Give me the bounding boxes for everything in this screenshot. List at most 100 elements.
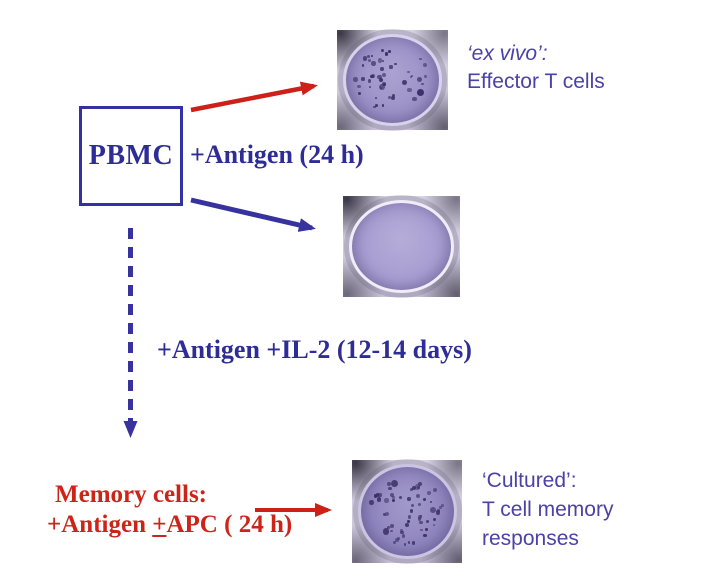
- elispot-spot: [389, 65, 393, 69]
- well-photo-control: [343, 196, 460, 297]
- elispot-spot: [415, 493, 420, 499]
- well-photo-cultured: [352, 460, 462, 563]
- elispot-spot: [384, 498, 389, 503]
- elispot-spot: [400, 530, 404, 535]
- elispot-spot: [390, 524, 395, 528]
- elispot-spot: [367, 79, 372, 83]
- elispot-spot: [398, 495, 402, 500]
- elispot-spot: [433, 517, 437, 521]
- elispot-spot: [392, 540, 396, 544]
- elispot-spot: [411, 503, 415, 507]
- elispot-spot: [388, 486, 393, 491]
- memory-cells-line1: Memory cells:: [55, 481, 208, 508]
- elispot-spot: [375, 104, 378, 107]
- elispot-spot: [407, 515, 411, 519]
- elispot-spot: [417, 88, 424, 96]
- elispot-spot: [441, 503, 444, 507]
- elispot-spot: [369, 500, 374, 505]
- pbmc-label: PBMC: [88, 140, 174, 171]
- elispot-spot: [357, 84, 361, 88]
- elispot-spot: [418, 515, 422, 519]
- elispot-spot: [426, 490, 431, 496]
- elispot-well-ex-vivo: [342, 34, 443, 126]
- elispot-spot: [407, 520, 410, 523]
- elispot-spot: [412, 96, 417, 102]
- elispot-spot: [391, 480, 399, 488]
- elispot-spot: [388, 96, 392, 99]
- elispot-spot: [417, 485, 421, 489]
- elispot-spot: [435, 510, 441, 515]
- memory-line2-suffix: APC ( 24 h): [166, 511, 293, 538]
- elispot-spot: [357, 91, 361, 95]
- memory-cells-line2: +Antigen +APC ( 24 h): [47, 510, 292, 540]
- elispot-spot: [373, 494, 378, 498]
- arrow-pbmc-to-control-well: [190, 197, 316, 232]
- antigen-il2-label: +Antigen +IL-2 (12-14 days): [157, 335, 472, 364]
- elispot-spot: [391, 499, 396, 503]
- elispot-spot: [412, 485, 417, 490]
- elispot-spot: [424, 527, 428, 531]
- elispot-spot: [361, 64, 365, 67]
- elispot-spot: [423, 533, 427, 538]
- elispot-spot: [432, 487, 438, 493]
- elispot-spot: [361, 77, 366, 81]
- elispot-spot: [378, 492, 382, 497]
- elispot-spot: [430, 507, 437, 514]
- elispot-spot: [422, 62, 427, 67]
- elispot-spot: [377, 74, 382, 79]
- elispot-spot: [439, 506, 442, 510]
- elispot-spot: [392, 496, 395, 499]
- elispot-spot: [422, 497, 427, 502]
- elispot-spot: [420, 528, 424, 532]
- elispot-spot: [409, 509, 414, 513]
- elispot-spot: [418, 57, 422, 61]
- elispot-spot: [407, 541, 411, 544]
- elispot-spot: [362, 56, 368, 61]
- elispot-spot: [411, 74, 414, 78]
- elispot-spot: [417, 76, 423, 82]
- memory-cells-label: Memory cells: +Antigen +APC ( 24 h): [47, 480, 292, 540]
- memory-line2-prefix: +Antigen: [47, 511, 153, 538]
- elispot-spot: [432, 523, 436, 526]
- elispot-spot: [421, 82, 424, 86]
- elispot-spot: [371, 74, 376, 79]
- elispot-spot: [382, 72, 387, 78]
- elispot-spot: [407, 497, 411, 501]
- elispot-spot: [375, 493, 380, 498]
- cultured-caption: ‘Cultured’: T cell memory responses: [482, 466, 613, 553]
- elispot-spot: [367, 58, 371, 62]
- plus-minus-sign: +: [152, 511, 167, 538]
- elispot-spot: [417, 502, 422, 506]
- cultured-line2: responses: [482, 527, 579, 550]
- elispot-spot: [391, 93, 395, 98]
- elispot-spot: [407, 70, 410, 74]
- elispot-spot: [380, 67, 384, 71]
- elispot-spot: [386, 482, 391, 487]
- elispot-well-cultured: [357, 464, 457, 559]
- antigen-24h-label: +Antigen (24 h): [190, 140, 364, 169]
- elispot-spot: [409, 75, 413, 79]
- elispot-spot: [396, 537, 400, 541]
- elispot-spot: [381, 59, 384, 62]
- ex-vivo-caption: ‘ex vivo’: Effector T cells: [467, 40, 605, 96]
- elispot-spot: [374, 97, 378, 100]
- elispot-spot: [424, 75, 427, 78]
- elispot-spot: [387, 50, 391, 53]
- elispot-spot: [390, 530, 393, 533]
- elispot-spot: [373, 105, 376, 109]
- ex-vivo-title: ‘ex vivo’:: [467, 42, 548, 65]
- elispot-spot: [437, 508, 441, 512]
- elispot-spot: [376, 497, 382, 502]
- elispot-spot: [399, 528, 403, 532]
- elispot-spot: [394, 62, 397, 66]
- elispot-spot: [382, 512, 386, 517]
- elispot-spot: [382, 528, 390, 536]
- elispot-spot: [425, 519, 430, 524]
- elispot-spot: [378, 77, 384, 83]
- elispot-spot: [419, 520, 423, 525]
- elispot-spot: [430, 501, 433, 504]
- elispot-spot: [371, 55, 374, 58]
- elispot-spot: [403, 543, 407, 546]
- elispot-well-control: [348, 200, 455, 293]
- elispot-spot: [380, 48, 385, 53]
